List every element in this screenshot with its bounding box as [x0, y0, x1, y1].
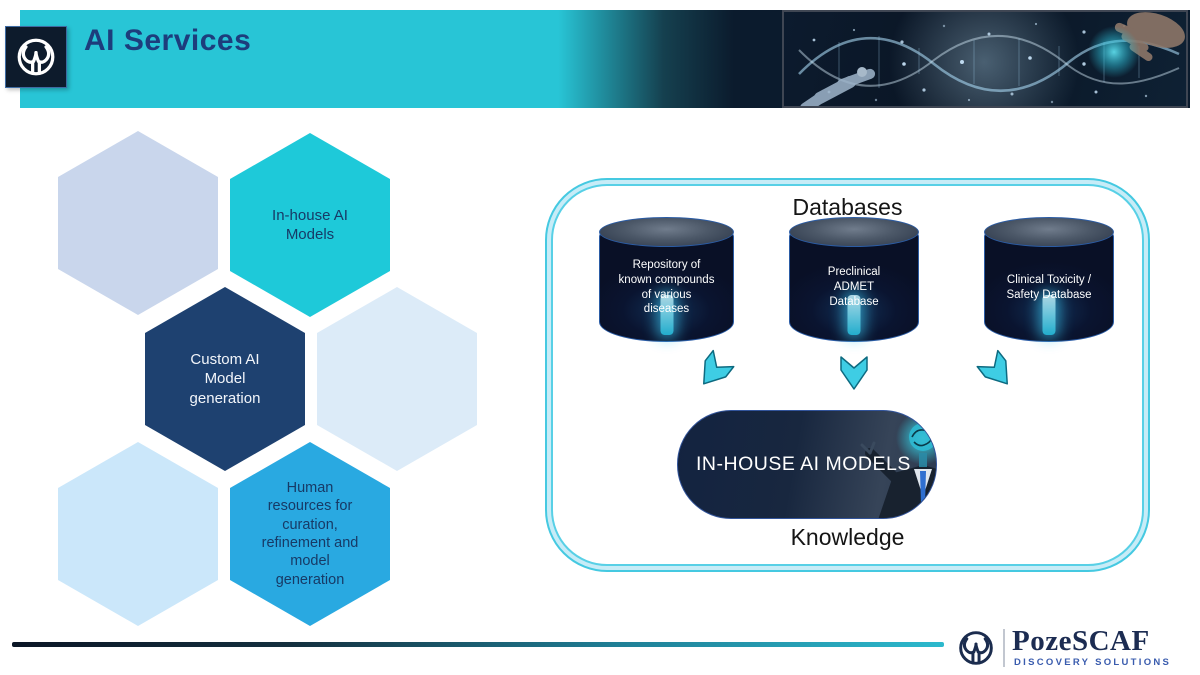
cylinder-top — [789, 217, 919, 247]
footer-gradient-line — [12, 642, 944, 647]
dna-helix-graphic — [798, 12, 1185, 106]
down-arrow-icon — [840, 356, 868, 390]
cylinder-core-glow — [1042, 295, 1056, 335]
page-title: AI Services — [84, 24, 252, 57]
hexagon-label: Custom AI Model generation — [189, 351, 261, 407]
cylinder-body — [984, 231, 1114, 342]
brand-name: PozeSCAF — [1012, 625, 1150, 657]
logo-separator — [1003, 629, 1005, 667]
in-house-ai-models-pill: IN-HOUSE AI MODELS — [677, 410, 937, 519]
knowledge-label: Knowledge — [790, 524, 905, 550]
pozescaf-logo-icon — [959, 631, 993, 665]
header-banner — [20, 10, 1190, 108]
in-house-ai-models-label: IN-HOUSE AI MODELS — [696, 453, 911, 475]
databases-panel: Databases Repository of known compounds … — [545, 178, 1150, 572]
hexagon-custom-ai-model: Custom AI Model generation — [145, 287, 305, 471]
ai-brain-man-graphic — [860, 411, 936, 518]
down-arrow-icon — [703, 349, 735, 385]
hexagon-decorative-2 — [317, 287, 477, 471]
ai-dna-banner-image — [782, 10, 1188, 108]
down-arrow-icon — [976, 349, 1008, 385]
hexagon-decorative-1 — [58, 131, 218, 315]
hexagon-label: In-house AI Models — [272, 206, 348, 243]
robot-hand-graphic — [800, 67, 876, 106]
cylinder-top — [984, 217, 1114, 247]
database-label: Repository of known compounds of various… — [618, 258, 715, 316]
cylinder-core-glow — [660, 295, 673, 335]
database-cylinder-3: Clinical Toxicity / Safety Database — [984, 217, 1114, 342]
database-label: Preclinical ADMET Database — [827, 266, 881, 308]
database-label: Clinical Toxicity / Safety Database — [1006, 273, 1092, 301]
footer-brand-logo: PozeSCAF DISCOVERY SOLUTIONS — [955, 625, 1190, 671]
brand-tagline: DISCOVERY SOLUTIONS — [1014, 657, 1172, 668]
database-cylinder-2: Preclinical ADMET Database — [789, 217, 919, 342]
pozescaf-logo-icon — [17, 38, 55, 76]
databases-title: Databases — [792, 194, 903, 220]
hexagon-label: Human resources for curation, refinement… — [261, 479, 359, 588]
hexagon-decorative-3 — [58, 442, 218, 626]
hexagon-human-resources: Human resources for curation, refinement… — [230, 442, 390, 626]
hexagon-inhouse-ai-models: In-house AI Models — [230, 133, 390, 317]
cylinder-top — [599, 217, 734, 247]
database-cylinder-1: Repository of known compounds of various… — [599, 217, 734, 342]
cylinder-core-glow — [847, 295, 861, 335]
header-logo-chip — [5, 26, 67, 88]
